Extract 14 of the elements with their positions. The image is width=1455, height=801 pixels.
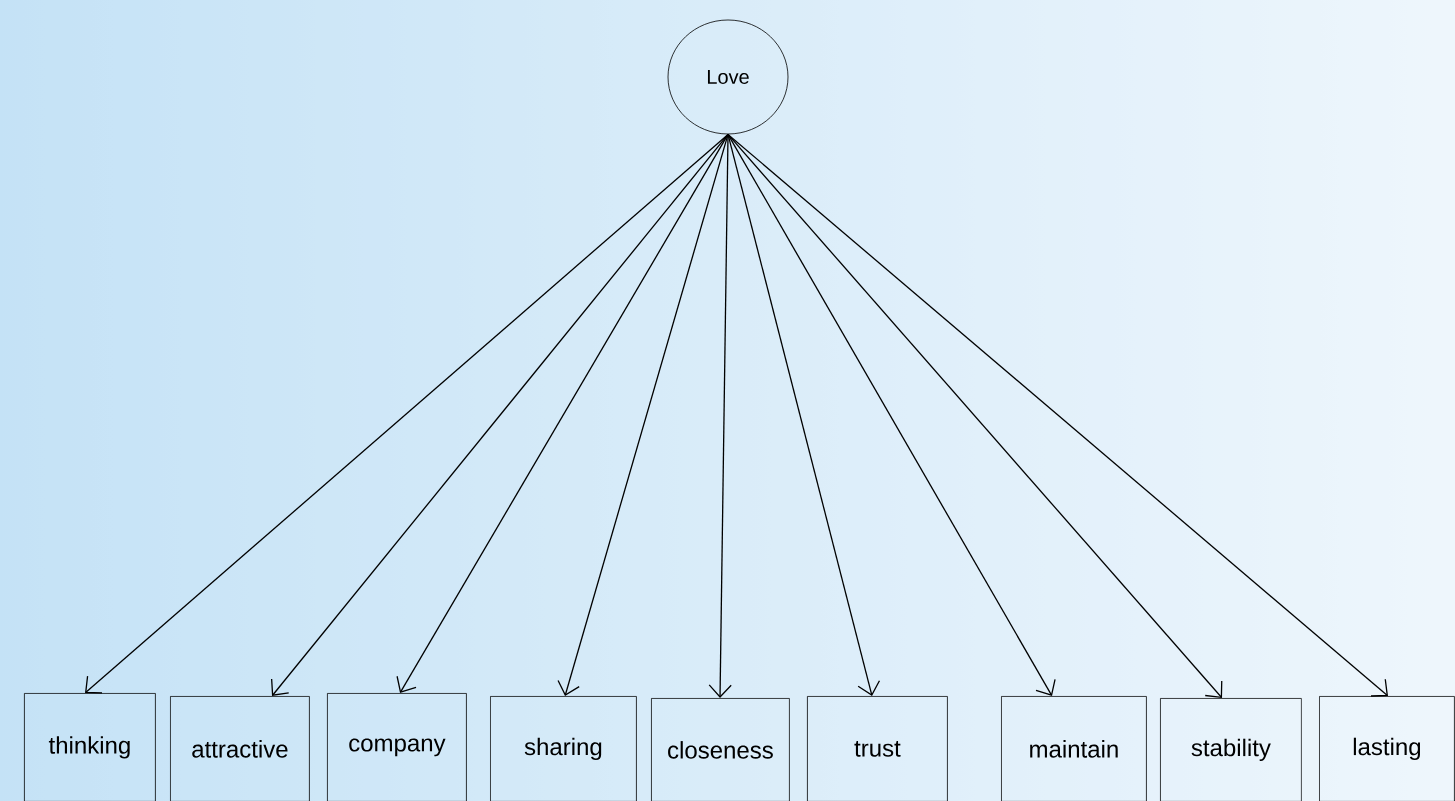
variable-box: sharing [490, 696, 637, 801]
variable-box: closeness [651, 698, 790, 801]
arrow [727, 133, 1056, 696]
variable-box: trust [807, 696, 948, 801]
variable-box: stability [1160, 698, 1302, 801]
variable-box: attractive [170, 696, 310, 801]
arrow [396, 133, 729, 693]
ellipse-node: Love [667, 19, 789, 135]
variable-box: thinking [24, 693, 156, 801]
arrow [727, 133, 1388, 697]
variable-box: company [327, 693, 467, 801]
variable-box: lasting [1319, 696, 1455, 801]
variable-box: maintain [1001, 696, 1147, 801]
arrow [271, 133, 729, 696]
